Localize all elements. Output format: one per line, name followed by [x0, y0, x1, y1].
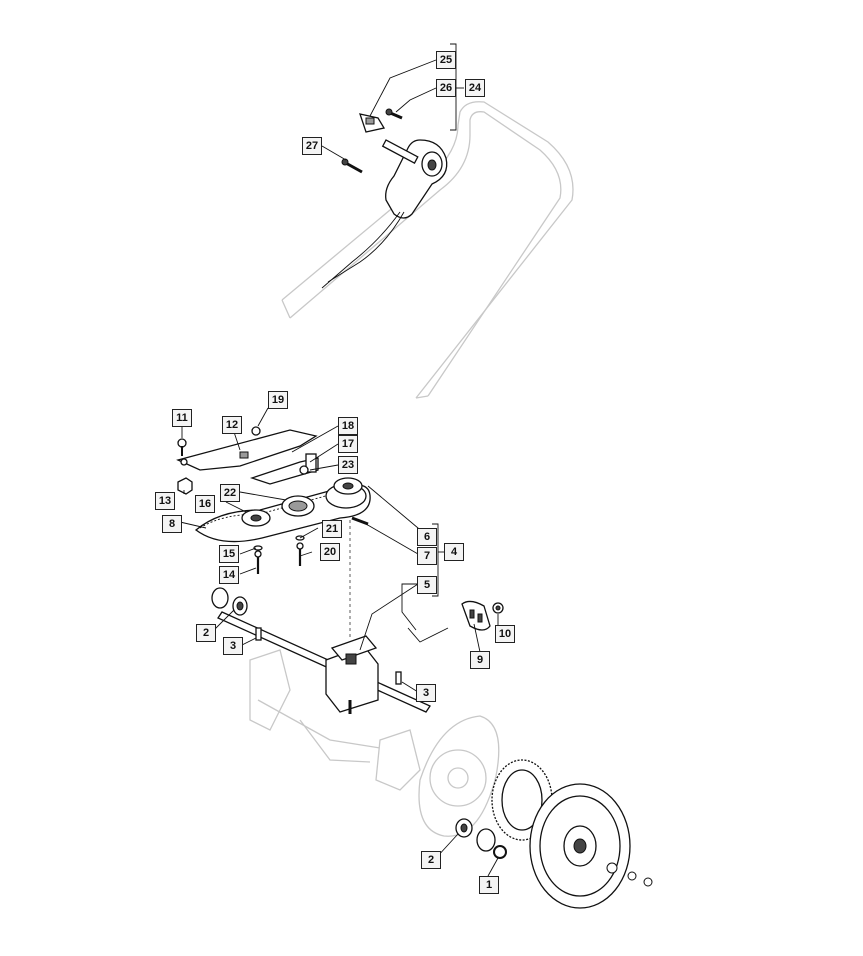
- callout-15[interactable]: 15: [219, 545, 239, 563]
- leader-lines: [179, 43, 499, 877]
- bearing-2-upper: [211, 587, 248, 616]
- bolt-11: [177, 438, 187, 456]
- bearing-2-lower: [455, 818, 496, 852]
- bracket-17: [249, 453, 319, 485]
- bracket-plate-12: [176, 429, 318, 471]
- callout-18[interactable]: 18: [338, 417, 358, 435]
- callout-2-lower[interactable]: 2: [421, 851, 441, 869]
- callout-5[interactable]: 5: [417, 576, 437, 594]
- nut-19: [251, 426, 261, 436]
- shift-rod-5: [407, 627, 449, 643]
- pins-3: [255, 627, 402, 685]
- callout-20[interactable]: 20: [320, 543, 340, 561]
- nut-10: [492, 602, 504, 614]
- screw-27: [341, 158, 363, 174]
- callout-27[interactable]: 27: [302, 137, 322, 155]
- callout-26[interactable]: 26: [436, 79, 456, 97]
- nut-13: [177, 477, 193, 495]
- callout-11[interactable]: 11: [172, 409, 192, 427]
- pulley-16: [241, 509, 271, 527]
- callout-3-upper[interactable]: 3: [223, 637, 243, 655]
- callout-7[interactable]: 7: [417, 547, 437, 565]
- callout-22[interactable]: 22: [220, 484, 240, 502]
- callout-16[interactable]: 16: [195, 495, 215, 513]
- plate-9: [461, 600, 491, 631]
- callout-24[interactable]: 24: [465, 79, 485, 97]
- nut-23: [299, 465, 309, 475]
- bolts-14-20: [253, 535, 305, 574]
- control-lever: [321, 139, 448, 289]
- pulley-6: [325, 477, 367, 509]
- callout-19[interactable]: 19: [268, 391, 288, 409]
- chassis-outline: [249, 649, 500, 837]
- callout-14[interactable]: 14: [219, 566, 239, 584]
- rear-wheel: [529, 783, 653, 909]
- callout-17[interactable]: 17: [338, 435, 358, 453]
- pulley-22: [281, 495, 315, 517]
- callout-13[interactable]: 13: [155, 492, 175, 510]
- circlip-1: [493, 845, 507, 859]
- handlebar-outline: [281, 101, 574, 399]
- cable-clip: [359, 113, 386, 133]
- callout-23[interactable]: 23: [338, 456, 358, 474]
- callout-12[interactable]: 12: [222, 416, 242, 434]
- callout-4[interactable]: 4: [444, 543, 464, 561]
- callout-25[interactable]: 25: [436, 51, 456, 69]
- callout-2-upper[interactable]: 2: [196, 624, 216, 642]
- pin-7: [351, 516, 369, 526]
- screw-26: [385, 108, 403, 120]
- gearbox: [325, 635, 379, 714]
- callout-10[interactable]: 10: [495, 625, 515, 643]
- callout-9[interactable]: 9: [470, 651, 490, 669]
- callout-8[interactable]: 8: [162, 515, 182, 533]
- callout-3-lower[interactable]: 3: [416, 684, 436, 702]
- callout-1[interactable]: 1: [479, 876, 499, 894]
- callout-6[interactable]: 6: [417, 528, 437, 546]
- callout-21[interactable]: 21: [322, 520, 342, 538]
